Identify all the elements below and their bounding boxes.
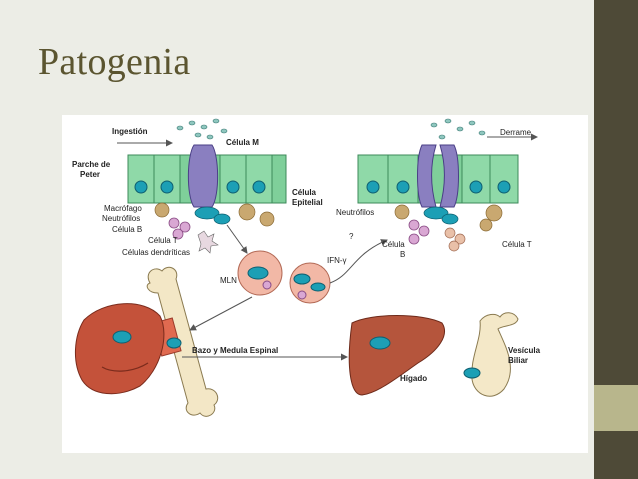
liver: [348, 315, 445, 396]
left-epithelium: [127, 118, 287, 254]
spleen: [74, 303, 165, 395]
label-question: ?: [349, 232, 354, 241]
label-celula-epitelial-1: Célula: [292, 188, 317, 197]
label-neutrofilos-right: Neutrófilos: [336, 208, 374, 217]
label-vesicula-2: Biliar: [508, 356, 528, 365]
sidebar-accent: [594, 385, 638, 431]
label-parche-de: Parche de: [72, 160, 111, 169]
label-macrofago: Macrófago: [104, 204, 142, 213]
m-cell-left: [187, 144, 219, 208]
label-celula-b-left: Célula B: [112, 225, 142, 234]
label-celula-t-left: Célula T: [148, 236, 178, 245]
label-celula-m: Célula M: [226, 138, 259, 147]
label-celulas-dendriticas: Células dendríticas: [122, 248, 190, 257]
right-epithelium: [357, 118, 519, 252]
label-higado: Hígado: [400, 374, 427, 383]
slide-title: Patogenia: [38, 41, 191, 83]
label-celula-b-right-2: B: [400, 250, 405, 259]
flow-arrows: [117, 133, 538, 361]
label-celula-t-right: Célula T: [502, 240, 532, 249]
gallbladder: [463, 312, 519, 397]
pathogenesis-illustration: Ingestión Célula M Parche de Peter Macró…: [72, 118, 541, 417]
label-vesicula-1: Vesícula: [508, 346, 541, 355]
label-mln: MLN: [220, 276, 237, 285]
label-ifn: IFN-γ: [327, 256, 347, 265]
pathogenesis-figure: Ingestión Célula M Parche de Peter Macró…: [62, 115, 588, 453]
label-bazo: Bazo y Medula Espinal: [192, 346, 278, 355]
label-ingestion: Ingestión: [112, 127, 148, 136]
label-celula-epitelial-2: Epitelial: [292, 198, 323, 207]
mesenteric-lymph-node: [237, 250, 331, 304]
label-neutrofilos-left: Neutrófilos: [102, 214, 140, 223]
label-celula-b-right-1: Célula: [382, 240, 405, 249]
label-derrame: Derrame: [500, 128, 532, 137]
label-peter: Peter: [80, 170, 100, 179]
figure-labels: Ingestión Célula M Parche de Peter Macró…: [72, 127, 541, 383]
